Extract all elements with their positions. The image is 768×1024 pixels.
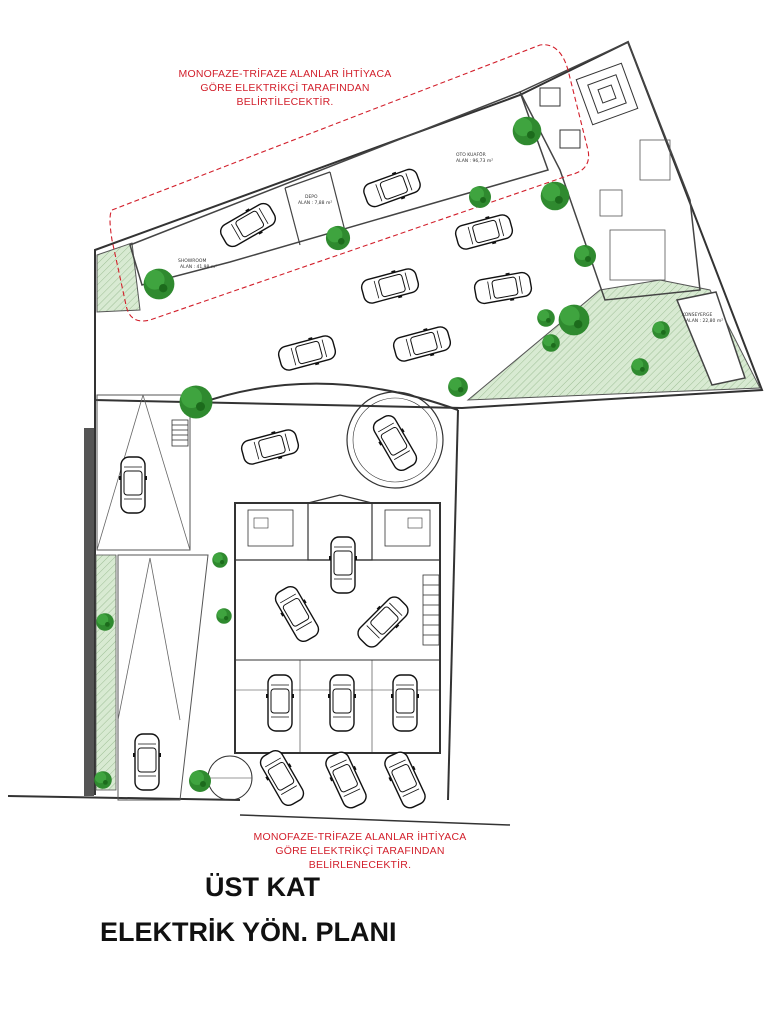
tree (94, 771, 112, 789)
tree (542, 334, 560, 352)
car (368, 411, 422, 475)
tree (631, 358, 649, 376)
tree (537, 309, 555, 327)
svg-text:OTO KUAFÖR: OTO KUAFÖR (456, 151, 486, 158)
tree (469, 186, 491, 208)
tree (558, 304, 590, 336)
note-line: BELİRTİLECEKTİR. (236, 96, 334, 108)
tree (325, 225, 351, 251)
car (328, 536, 358, 594)
svg-text:SHOWROOM: SHOWROOM (178, 258, 206, 264)
tree (179, 385, 213, 419)
tree (652, 321, 670, 339)
tree (512, 116, 542, 146)
plan-title-line1: ÜST KAT (205, 872, 320, 902)
annotation-note-top: MONOFAZE-TRİFAZE ALANLAR İHTİYACA GÖRE E… (160, 67, 410, 109)
svg-text:ALAN : 7,88 m²: ALAN : 7,88 m² (298, 200, 332, 206)
tree (143, 268, 175, 300)
car (132, 733, 162, 791)
note-line: BELİRLENECEKTİR. (308, 859, 412, 871)
green-strip (95, 554, 117, 791)
car (352, 591, 414, 653)
car (390, 674, 420, 732)
car (270, 582, 324, 646)
wall-strip (84, 428, 94, 796)
tree (189, 770, 211, 792)
car (379, 748, 431, 812)
svg-text:ALAN : 96,73 m²: ALAN : 96,73 m² (456, 158, 493, 164)
pergola (575, 62, 639, 126)
svg-text:ALAN : 41,98 m²: ALAN : 41,98 m² (180, 264, 217, 270)
annotation-note-bottom: MONOFAZE-TRİFAZE ALANLAR İHTİYACA GÖRE E… (235, 830, 485, 872)
tree (574, 245, 596, 267)
tree (540, 181, 570, 211)
cafe-building (518, 40, 701, 301)
svg-text:KONSEYERGE: KONSEYERGE (682, 312, 713, 318)
turntable (346, 391, 444, 489)
plan-title-line2: ELEKTRİK YÖN. PLANI (100, 917, 397, 947)
note-line: GÖRE ELEKTRİKÇİ TARAFINDAN (200, 82, 370, 94)
car (265, 674, 295, 732)
note-line: GÖRE ELEKTRİKÇİ TARAFINDAN (275, 845, 445, 857)
car (118, 456, 148, 514)
small-room (675, 291, 746, 386)
ramp-lower (117, 554, 209, 801)
car (238, 425, 302, 469)
green-area-left (96, 242, 141, 313)
car (255, 746, 309, 810)
tree (216, 608, 232, 624)
svg-text:DEPO: DEPO (305, 194, 318, 200)
curved-road-edge (194, 382, 459, 411)
car (320, 748, 372, 812)
car (327, 674, 357, 732)
note-line: MONOFAZE-TRİFAZE ALANLAR İHTİYACA (178, 68, 392, 80)
showroom-building (129, 91, 549, 286)
note-line: MONOFAZE-TRİFAZE ALANLAR İHTİYACA (253, 831, 467, 843)
tree (448, 377, 468, 397)
tree (96, 613, 114, 631)
annotation-boundary (109, 44, 590, 322)
svg-text:ALAN : 22,80 m²: ALAN : 22,80 m² (686, 318, 723, 324)
tree (212, 552, 228, 568)
